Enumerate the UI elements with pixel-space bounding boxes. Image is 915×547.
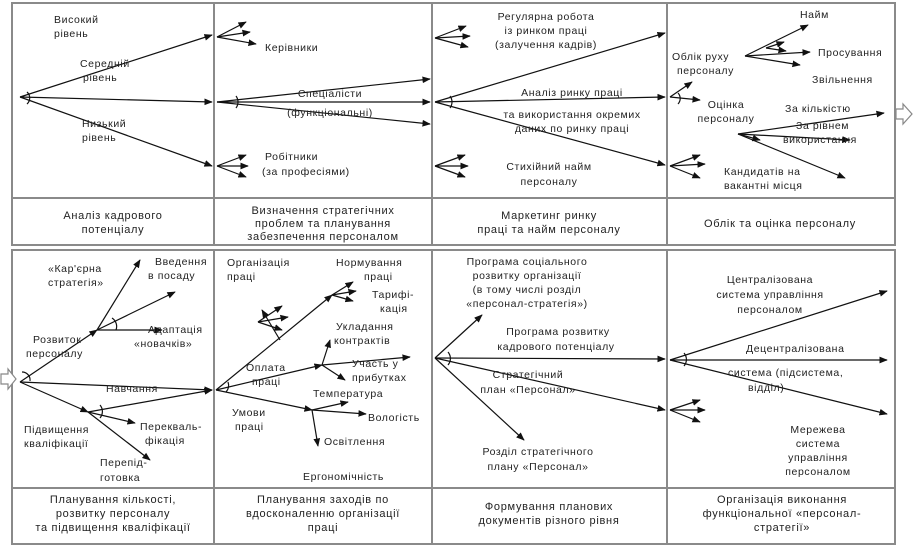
promotion-label: Просування xyxy=(818,47,882,59)
training-label: Навчання xyxy=(106,383,158,395)
temperature-label: Температура xyxy=(313,388,383,400)
bottom-col1-arrows xyxy=(19,259,213,461)
top-col2-arrows xyxy=(216,21,431,178)
top-col3-arrows xyxy=(434,25,666,178)
adaptation-label: Адаптація«новачків» xyxy=(134,324,203,350)
market-analysis-label: Аналіз ринку праці xyxy=(521,87,623,99)
top-col4-caption: Облік та оцінка персоналу xyxy=(704,218,856,230)
bottom-col4-arrows xyxy=(669,290,888,423)
workers-label: Робітники(за професіями) xyxy=(262,151,350,178)
grid-frame xyxy=(11,2,896,545)
right-flow-arrow-icon xyxy=(895,102,913,126)
humidity-label: Вологість xyxy=(368,412,420,424)
tariffication-label: Тарифі-кація xyxy=(372,289,414,315)
retraining-label: Перепід-готовка xyxy=(100,457,148,484)
by-quantity-label: За кількістю xyxy=(785,103,851,115)
requalification-label: Перекваль-фікація xyxy=(140,421,202,447)
hiring-label: Найм xyxy=(800,9,829,21)
dismissal-label: Звільнення xyxy=(812,74,873,86)
bottom-col3-arrows xyxy=(434,314,666,441)
top-col1-arrows xyxy=(19,34,213,167)
specialists-label: Спеціалісти(функціональні) xyxy=(287,88,373,119)
lighting-label: Освітлення xyxy=(324,436,385,448)
top-col4-arrows xyxy=(669,24,885,179)
ergonomics-label: Ергономічність xyxy=(303,471,384,483)
managers-label: Керівники xyxy=(265,42,318,54)
left-flow-arrow-icon xyxy=(0,367,17,391)
bottom-col2-arrows xyxy=(215,281,411,447)
